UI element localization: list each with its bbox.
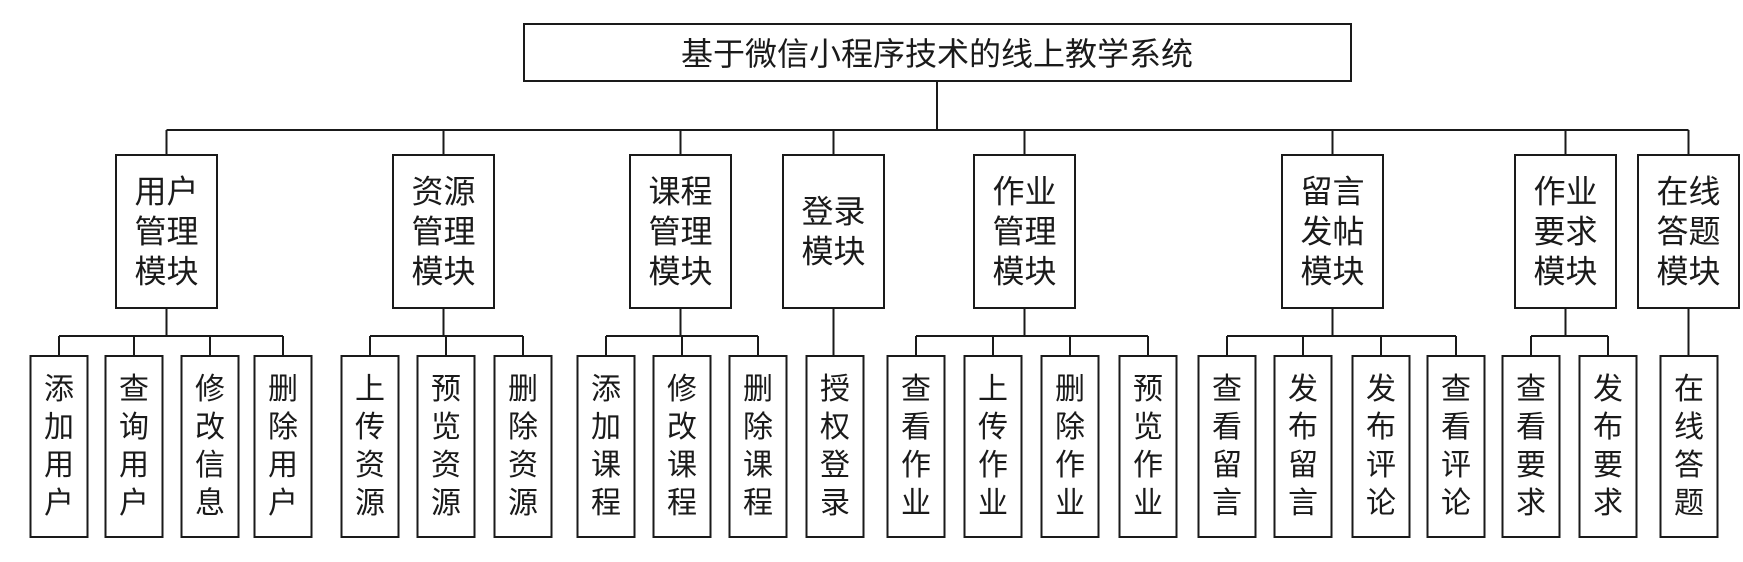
module-node: 课程管理模块 xyxy=(629,154,732,309)
leaf-node: 查询用户 xyxy=(104,355,164,538)
leaf-label: 删除用户 xyxy=(268,372,298,521)
leaf-label: 查看留言 xyxy=(1212,372,1242,521)
leaves: 添加用户 查询用户 修改信息 删除用户 上传资源 预览资源 删除资源 添加课程 修改课程 删除课程… xyxy=(29,355,1719,538)
leaf-node: 查看留言 xyxy=(1197,355,1257,538)
leaf-box xyxy=(1426,355,1486,538)
leaf-label: 修改课程 xyxy=(667,372,697,521)
leaf-box xyxy=(1351,355,1411,538)
module-label: 用户管理模块 xyxy=(134,173,198,291)
leaf-node: 发布要求 xyxy=(1578,355,1638,538)
module-label: 作业要求模块 xyxy=(1533,173,1597,291)
module-node: 留言发帖模块 xyxy=(1281,154,1384,309)
leaf-node: 预览作业 xyxy=(1118,355,1178,538)
leaf-box xyxy=(1040,355,1100,538)
module-node: 用户管理模块 xyxy=(115,154,218,309)
module-box xyxy=(973,154,1076,309)
module-node: 作业要求模块 xyxy=(1514,154,1617,309)
leaf-box xyxy=(963,355,1023,538)
module-node: 资源管理模块 xyxy=(392,154,495,309)
leaf-node: 在线答题 xyxy=(1659,355,1719,538)
leaf-label: 发布要求 xyxy=(1593,372,1623,521)
module-box xyxy=(1514,154,1617,309)
leaf-node: 查看作业 xyxy=(886,355,946,538)
leaf-box xyxy=(1273,355,1333,538)
module-box xyxy=(782,154,885,309)
root-node: 基于微信小程序技术的线上教学系统 xyxy=(523,23,1352,82)
module-label: 作业管理模块 xyxy=(992,173,1056,291)
leaf-node: 上传作业 xyxy=(963,355,1023,538)
leaf-box xyxy=(805,355,865,538)
leaf-node: 添加用户 xyxy=(29,355,89,538)
leaf-label: 删除课程 xyxy=(743,372,773,521)
module-label: 留言发帖模块 xyxy=(1300,173,1364,291)
leaf-node: 添加课程 xyxy=(576,355,636,538)
module-node: 作业管理模块 xyxy=(973,154,1076,309)
leaf-label: 修改信息 xyxy=(195,372,225,521)
leaf-box xyxy=(180,355,240,538)
root-title: 基于微信小程序技术的线上教学系统 xyxy=(681,35,1193,73)
leaf-label: 发布评论 xyxy=(1366,372,1396,521)
leaf-label: 查看评论 xyxy=(1441,372,1471,521)
leaf-node: 发布评论 xyxy=(1351,355,1411,538)
root-box xyxy=(523,23,1352,82)
module-node: 登录模块 xyxy=(782,154,885,309)
module-box xyxy=(1637,154,1740,309)
module-box xyxy=(392,154,495,309)
leaf-label: 预览作业 xyxy=(1133,372,1163,521)
leaf-label: 查询用户 xyxy=(119,372,149,521)
leaf-node: 删除资源 xyxy=(493,355,553,538)
leaf-box xyxy=(104,355,164,538)
leaf-label: 删除资源 xyxy=(508,372,538,521)
connectors xyxy=(58,81,1690,356)
module-label: 资源管理模块 xyxy=(411,173,475,291)
leaf-node: 授权登录 xyxy=(805,355,865,538)
leaf-box xyxy=(253,355,313,538)
leaf-box xyxy=(886,355,946,538)
leaf-label: 上传作业 xyxy=(978,372,1008,521)
leaf-box xyxy=(29,355,89,538)
leaf-node: 查看评论 xyxy=(1426,355,1486,538)
leaf-label: 上传资源 xyxy=(355,372,385,521)
leaf-box xyxy=(493,355,553,538)
leaf-label: 删除作业 xyxy=(1055,372,1085,521)
module-label: 在线答题模块 xyxy=(1656,173,1720,291)
module-node: 在线答题模块 xyxy=(1637,154,1740,309)
leaf-box xyxy=(1659,355,1719,538)
leaf-label: 在线答题 xyxy=(1674,372,1704,521)
leaf-label: 查看要求 xyxy=(1516,372,1546,521)
leaf-label: 添加用户 xyxy=(44,372,74,521)
module-label: 课程管理模块 xyxy=(648,173,712,291)
leaf-node: 查看要求 xyxy=(1501,355,1561,538)
leaf-box xyxy=(1501,355,1561,538)
leaf-node: 上传资源 xyxy=(340,355,400,538)
leaf-box xyxy=(1118,355,1178,538)
modules: 用户管理模块 资源管理模块 课程管理模块 登录模块 作业管理模块 留言发帖模块 作业要求模块… xyxy=(115,154,1740,309)
leaf-node: 修改信息 xyxy=(180,355,240,538)
module-box xyxy=(629,154,732,309)
leaf-label: 查看作业 xyxy=(901,372,931,521)
leaf-box xyxy=(416,355,476,538)
leaf-node: 删除课程 xyxy=(728,355,788,538)
leaf-box xyxy=(652,355,712,538)
module-label: 登录模块 xyxy=(801,193,865,271)
leaf-box xyxy=(728,355,788,538)
module-box xyxy=(115,154,218,309)
leaf-label: 授权登录 xyxy=(820,372,850,521)
leaf-box xyxy=(1197,355,1257,538)
leaf-node: 删除作业 xyxy=(1040,355,1100,538)
leaf-label: 添加课程 xyxy=(591,372,621,521)
leaf-label: 预览资源 xyxy=(431,372,461,521)
leaf-box xyxy=(1578,355,1638,538)
leaf-box xyxy=(340,355,400,538)
module-box xyxy=(1281,154,1384,309)
leaf-box xyxy=(576,355,636,538)
leaf-node: 删除用户 xyxy=(253,355,313,538)
leaf-node: 发布留言 xyxy=(1273,355,1333,538)
leaf-label: 发布留言 xyxy=(1288,372,1318,521)
leaf-node: 预览资源 xyxy=(416,355,476,538)
leaf-node: 修改课程 xyxy=(652,355,712,538)
